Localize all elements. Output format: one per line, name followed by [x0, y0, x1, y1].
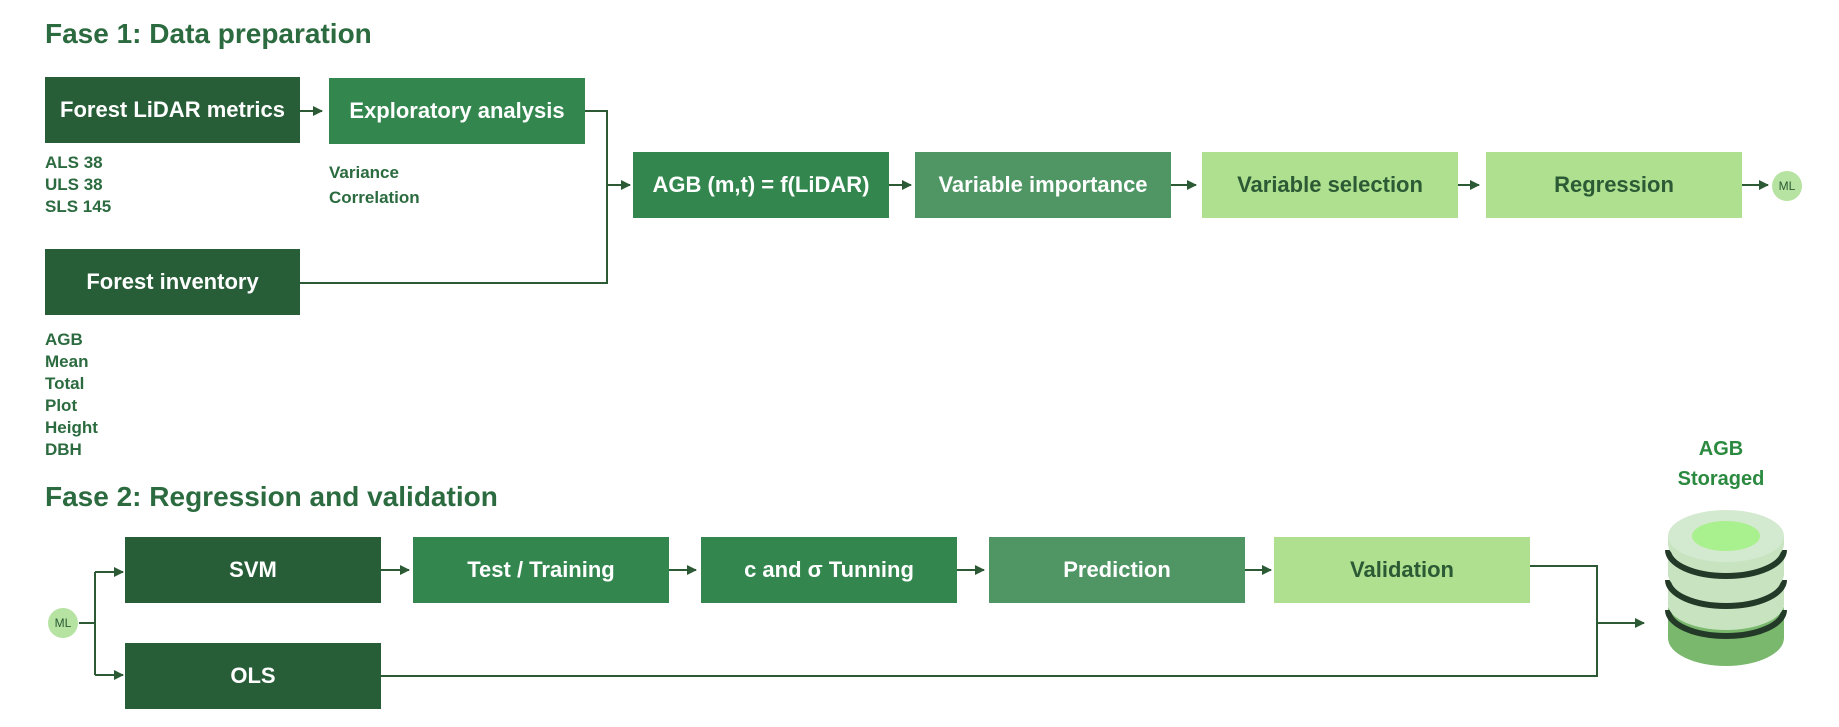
phase2-title: Fase 2: Regression and validation [45, 481, 498, 512]
validation-box: Validation [1274, 537, 1530, 603]
database-icon [1665, 510, 1787, 666]
storage-label: AGB Storaged [1656, 434, 1786, 494]
test-training-box: Test / Training [413, 537, 669, 603]
ols-box: OLS [125, 643, 381, 709]
exploratory-item: Correlation [329, 188, 420, 207]
ml-connector-in: ML [48, 608, 78, 638]
forest-lidar-metrics-box: Forest LiDAR metrics [45, 77, 300, 143]
variable-importance-box: Variable importance [915, 152, 1171, 218]
tuning-box: c and σ Tunning [701, 537, 957, 603]
prediction-box: Prediction [989, 537, 1245, 603]
phase1-title: Fase 1: Data preparation [45, 18, 372, 49]
lidar-item: ALS 38 [45, 153, 103, 172]
inventory-item: Plot [45, 396, 78, 415]
regression-box: Regression [1486, 152, 1742, 218]
lidar-items-list: ALS 38 ULS 38 SLS 145 [45, 152, 111, 218]
agb-model-box: AGB (m,t) = f(LiDAR) [633, 152, 889, 218]
storage-label-line2: Storaged [1677, 468, 1765, 490]
inventory-item: DBH [45, 440, 82, 459]
variable-selection-box: Variable selection [1202, 152, 1458, 218]
inventory-items-list: AGB Mean Total Plot Height DBH [45, 329, 98, 461]
inventory-item: Total [45, 374, 85, 393]
storage-label-line1: AGB [1698, 438, 1744, 460]
exploratory-analysis-box: Exploratory analysis [329, 78, 585, 144]
inventory-item: AGB [45, 330, 83, 349]
exploratory-item: Variance [329, 163, 399, 182]
svm-box: SVM [125, 537, 381, 603]
ml-connector-out: ML [1772, 171, 1802, 201]
lidar-item: ULS 38 [45, 175, 103, 194]
lidar-item: SLS 145 [45, 197, 112, 216]
forest-inventory-box: Forest inventory [45, 249, 300, 315]
exploratory-items-list: Variance Correlation [329, 160, 420, 210]
inventory-item: Height [45, 418, 98, 437]
inventory-item: Mean [45, 352, 89, 371]
